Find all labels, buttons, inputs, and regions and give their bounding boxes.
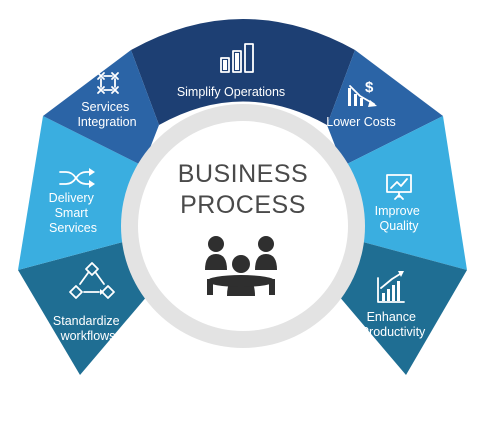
segment-lower-costs [327, 50, 443, 166]
integration-icon [97, 72, 119, 94]
segment-improve-quality [343, 116, 467, 270]
center-title-line1: BUSINESS [178, 160, 308, 188]
segment-delivery-smart-services [18, 116, 143, 270]
segment-label-enhance-productivity: Enhance Productivity [361, 310, 426, 339]
center-title-line2: PROCESS [180, 191, 306, 219]
svg-text:$: $ [365, 79, 374, 96]
segment-simplify-operations [131, 19, 355, 125]
segment-enhance-productivity [321, 238, 467, 375]
workflow-icon [69, 262, 115, 299]
presentation-board-icon [386, 174, 412, 200]
segment-services-integration [43, 50, 159, 166]
center-disc [138, 121, 348, 331]
segment-label-lower-costs: Lower Costs [326, 115, 395, 129]
business-meeting-icon [205, 236, 277, 296]
shuffle-icon [59, 168, 95, 188]
segment-label-delivery-smart-services: Delivery Smart Services [49, 191, 98, 235]
segment-standardize-workflows [18, 238, 165, 375]
segment-label-improve-quality: Improve Quality [375, 204, 424, 233]
segment-label-simplify: Simplify Operations [177, 85, 285, 99]
cost-down-icon: $ [348, 79, 377, 107]
growth-chart-icon [377, 271, 405, 303]
bar-chart-icon [220, 43, 254, 73]
segment-label-services-integration: Services Integration [77, 100, 136, 129]
segment-label-standardize-workflows: Standardize workflows [53, 314, 123, 343]
